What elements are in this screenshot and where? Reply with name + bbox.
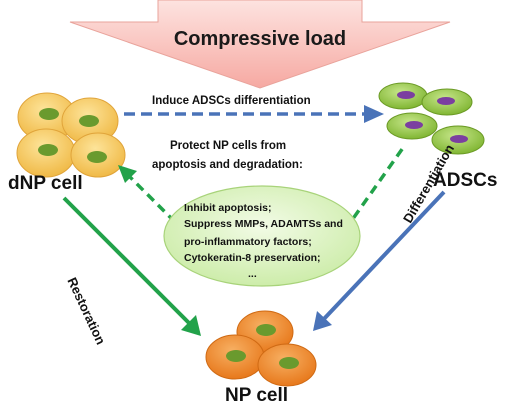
restoration-arrow	[62, 196, 194, 328]
induce-differentiation-label: Induce ADSCs differentiation	[152, 95, 311, 107]
adscs-label: ADSCs	[433, 170, 498, 191]
adscs-nucleus	[397, 91, 415, 99]
protect-label-line2: apoptosis and degradation:	[152, 159, 303, 171]
compressive-load-label: Compressive load	[173, 28, 347, 50]
dnp-nucleus	[38, 144, 58, 156]
np-cell-label: NP cell	[225, 385, 289, 406]
dnp-nucleus	[79, 115, 99, 127]
protect-arrow-left	[123, 170, 177, 224]
protect-arrow-right	[343, 143, 407, 232]
dnp-cell-cluster	[16, 92, 126, 178]
induce-arrowhead	[364, 105, 384, 123]
adscs-nucleus	[437, 97, 455, 105]
effect-item: Suppress MMPs, ADAMTSs and	[184, 218, 343, 230]
dnp-cell-label: dNP cell	[8, 173, 83, 194]
effects-ellipse	[163, 185, 361, 287]
effect-item: Cytokeratin-8 preservation;	[184, 252, 321, 264]
dnp-nucleus	[39, 108, 59, 120]
np-nucleus	[226, 350, 246, 362]
np-nucleus	[279, 357, 299, 369]
protect-label-line1: Protect NP cells from	[170, 140, 287, 152]
differentiation-arrow	[320, 190, 446, 323]
effect-item: Inhibit apoptosis;	[184, 202, 272, 214]
compressive-load-arrow	[69, 0, 451, 89]
effect-item: pro-inflammatory factors;	[184, 236, 312, 248]
protect-arrow-left-head	[118, 165, 137, 183]
effect-item-ellipsis: ...	[248, 268, 257, 280]
dnp-nucleus	[87, 151, 107, 163]
adscs-cell-cluster	[378, 82, 485, 155]
differentiation-arrowhead	[313, 311, 332, 331]
adscs-nucleus	[405, 121, 423, 129]
np-nucleus	[256, 324, 276, 336]
np-cell-cluster	[205, 310, 317, 387]
restoration-arrowhead	[181, 315, 201, 336]
adscs-nucleus	[450, 135, 468, 143]
